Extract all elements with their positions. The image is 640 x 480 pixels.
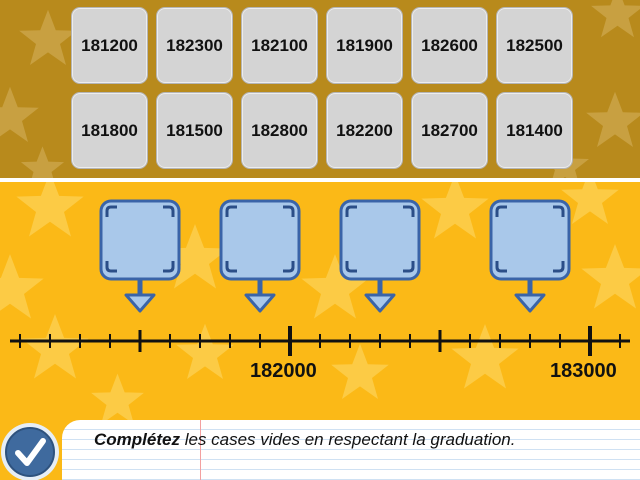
number-tile[interactable]: 181500 <box>156 92 233 169</box>
paper-margin-line <box>200 420 201 480</box>
number-tile[interactable]: 181400 <box>496 92 573 169</box>
star-decoration <box>20 146 65 178</box>
instruction-panel: Complétez les cases vides en respectant … <box>62 420 640 480</box>
answer-slot[interactable] <box>489 199 571 317</box>
slot-pointer-icon <box>489 199 571 313</box>
answer-slot[interactable] <box>339 199 421 317</box>
star-decoration <box>561 182 619 224</box>
instruction-text: Complétez les cases vides en respectant … <box>94 430 515 450</box>
star-decoration <box>161 224 229 289</box>
star-decoration <box>451 324 519 389</box>
star-decoration <box>0 254 44 319</box>
star-decoration <box>19 9 77 66</box>
axis-label-182000: 182000 <box>250 360 317 382</box>
number-tile[interactable]: 182800 <box>241 92 318 169</box>
slot-pointer-icon <box>339 199 421 313</box>
star-decoration <box>91 373 144 425</box>
number-tile[interactable]: 181800 <box>71 92 148 169</box>
number-tile[interactable]: 182700 <box>411 92 488 169</box>
answer-slot[interactable] <box>219 199 301 317</box>
checkmark-icon <box>1 423 59 480</box>
star-decoration <box>16 182 84 237</box>
instruction-bold: Complétez <box>94 430 180 449</box>
number-tile[interactable]: 181900 <box>326 7 403 84</box>
section-divider <box>0 178 640 182</box>
number-tile[interactable]: 182100 <box>241 7 318 84</box>
star-decoration <box>176 323 234 379</box>
instruction-rest: les cases vides en respectant la graduat… <box>179 430 516 449</box>
axis-label-183000: 183000 <box>550 360 617 382</box>
star-decoration <box>586 91 640 147</box>
number-tile[interactable]: 182500 <box>496 7 573 84</box>
star-decoration <box>591 0 640 38</box>
slot-pointer-icon <box>219 199 301 313</box>
star-decoration <box>581 244 640 309</box>
star-decoration <box>421 182 489 239</box>
answer-slot[interactable] <box>99 199 181 317</box>
star-decoration <box>0 86 39 142</box>
star-decoration <box>331 343 389 399</box>
number-tile[interactable]: 181200 <box>71 7 148 84</box>
star-decoration <box>21 314 89 379</box>
number-tile[interactable]: 182600 <box>411 7 488 84</box>
star-decoration <box>301 254 369 319</box>
slot-pointer-icon <box>99 199 181 313</box>
number-tile[interactable]: 182300 <box>156 7 233 84</box>
validate-button[interactable] <box>0 420 62 480</box>
number-tile[interactable]: 182200 <box>326 92 403 169</box>
